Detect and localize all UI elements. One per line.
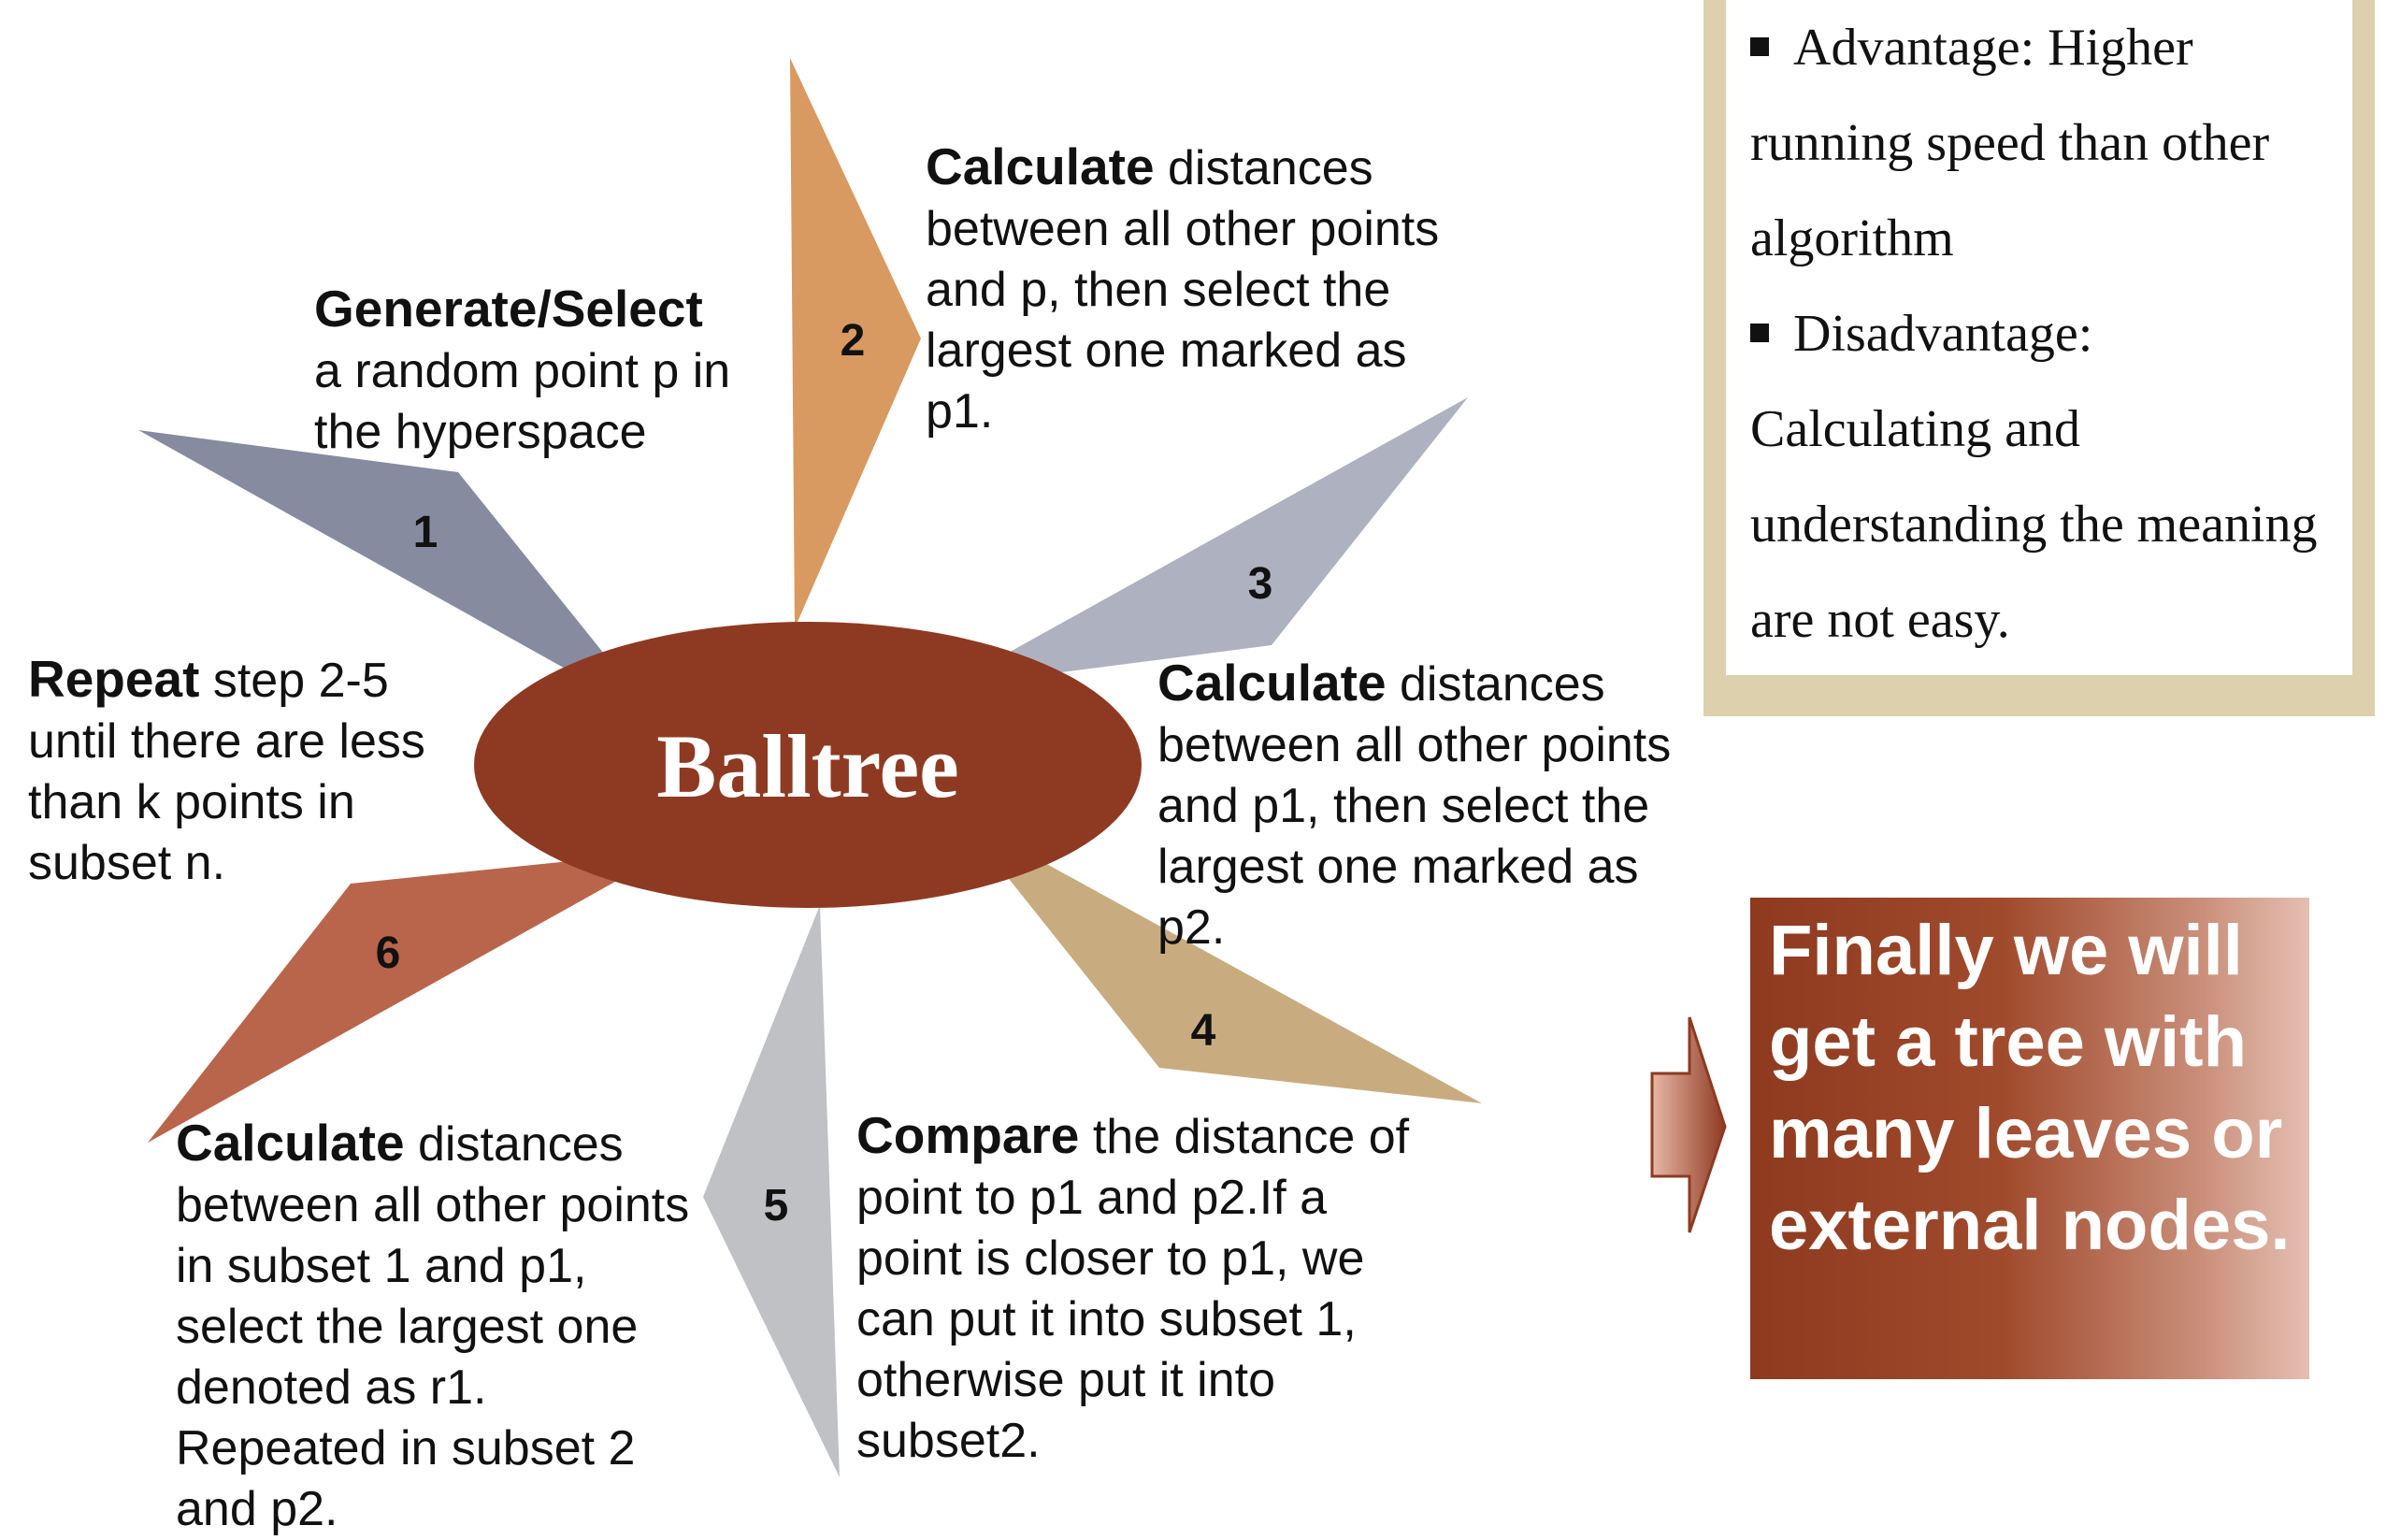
step-6-text: Calculate distances between all other po… — [176, 1113, 699, 1540]
bullet-square-icon — [1750, 37, 1769, 57]
step-6-rest: distances between all other points in su… — [176, 1117, 690, 1536]
step-2-arrow — [790, 58, 921, 628]
step-4-number: 4 — [1191, 1006, 1216, 1056]
step-3-arrow — [946, 397, 1468, 687]
step-1-arrow — [138, 430, 657, 720]
step-3-rest: distances between all other points and p… — [1157, 657, 1672, 955]
result-arrow — [1650, 1016, 1727, 1233]
step-6-arrow — [148, 851, 670, 1143]
step-4-arrow — [958, 815, 1482, 1103]
step-5-bold: Compare — [856, 1106, 1080, 1164]
step-2-number: 2 — [841, 316, 866, 366]
step-2-text: Calculate distances between all other po… — [926, 137, 1459, 442]
repeat-rest: step 2-5 until there are less than k poi… — [28, 654, 425, 890]
step-2-bold: Calculate — [926, 137, 1155, 195]
step-5-arrow — [703, 905, 840, 1477]
step-1-rest: a random point p in the hyperspace — [314, 344, 731, 459]
summary-box: Advantage: Higher running speed than oth… — [1703, 0, 2375, 716]
repeat-step-text: Repeat step 2-5 until there are less tha… — [28, 649, 477, 894]
final-result-box: Finally we will get a tree with many lea… — [1750, 898, 2309, 1379]
summary-content: Advantage: Higher running speed than oth… — [1726, 0, 2352, 675]
disadvantage-text: Disadvantage: Calculating and understand… — [1750, 305, 2318, 649]
step-1-text: Generate/Select a random point p in the … — [314, 279, 782, 463]
disadvantage-item: Disadvantage: Calculating and understand… — [1750, 286, 2334, 668]
step-6-number: 6 — [376, 928, 401, 978]
bullet-square-icon — [1750, 324, 1769, 343]
step-3-text: Calculate distances between all other po… — [1157, 653, 1718, 958]
step-5-rest: the distance of point to p1 and p2.If a … — [856, 1110, 1410, 1468]
step-5-number: 5 — [764, 1181, 789, 1231]
center-ellipse — [474, 622, 1142, 908]
step-5-text: Compare the distance of point to p1 and … — [856, 1105, 1445, 1472]
step-6-bold: Calculate — [176, 1114, 405, 1172]
step-2-rest: distances between all other points and p… — [926, 141, 1440, 439]
final-result-text: Finally we will get a tree with many lea… — [1769, 911, 2291, 1265]
step-1-number: 1 — [413, 508, 438, 557]
repeat-bold: Repeat — [28, 650, 200, 708]
step-1-bold: Generate/Select — [314, 280, 703, 338]
step-3-number: 3 — [1248, 559, 1273, 609]
advantage-text: Advantage: Higher running speed than oth… — [1750, 19, 2270, 267]
center-label: Balltree — [656, 716, 958, 816]
advantage-item: Advantage: Higher running speed than oth… — [1750, 0, 2334, 286]
step-3-bold: Calculate — [1157, 654, 1387, 712]
